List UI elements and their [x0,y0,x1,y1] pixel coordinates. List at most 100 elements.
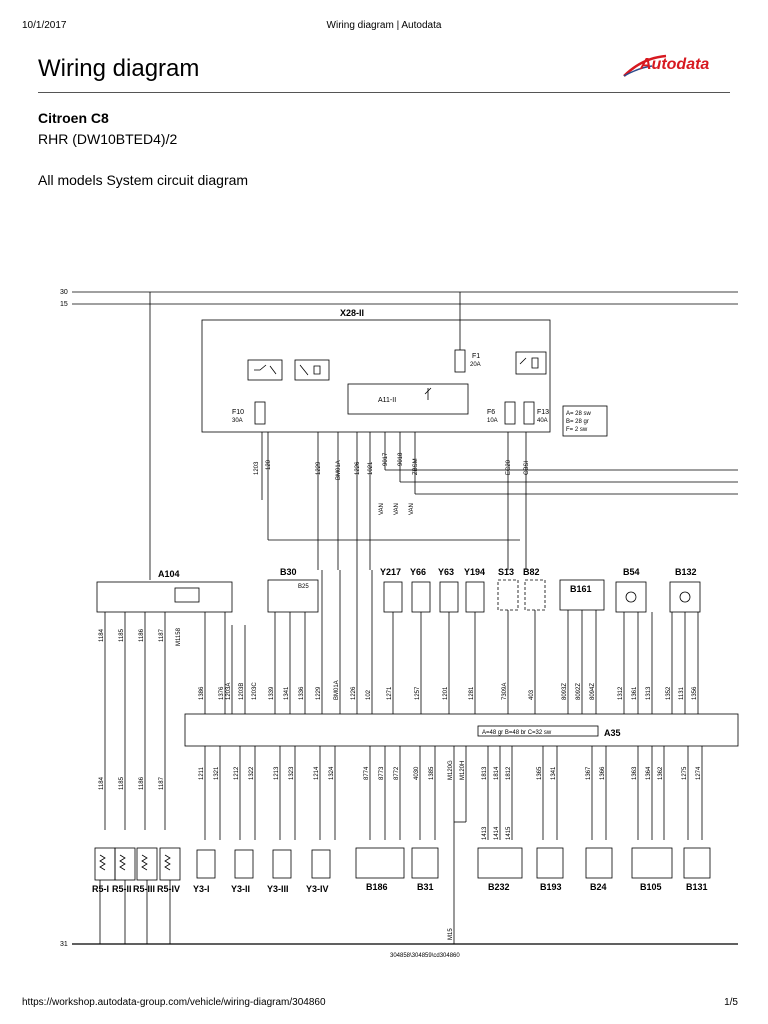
component-r5-iii-label: R5-III [133,884,155,894]
wire-label: 8094Z [590,683,596,700]
component-b193 [536,847,564,879]
component-r5-ii-label: R5-II [112,884,132,894]
component-b25-label: B25 [298,584,309,590]
wire-label: 7309A [502,683,508,700]
wire-label: CBSI [524,461,530,475]
wire-label: 1813 [482,766,488,780]
component-b132 [669,581,701,613]
wire-label: 8092Z [576,683,582,700]
component-y3-iv [311,849,331,879]
wire-label: 1361 [632,686,638,700]
fuse-f6 [504,401,516,425]
component-b232 [477,847,523,879]
wire-label: 1313 [646,686,652,700]
wire-label: 1386 [199,686,205,700]
wire-label: 1213 [274,766,280,780]
component-b82 [524,579,546,611]
wire-label: M1158 [176,627,182,646]
wire-label: 1257 [415,686,421,700]
component-y3-iv-label: Y3-IV [306,884,329,894]
wire-label: 9018 [398,452,404,466]
wire-label: 403 [529,689,535,700]
wire-label: 1385 [429,766,435,780]
component-b131 [683,847,711,879]
wire-label: 1271 [387,686,393,700]
wire-label: 1812 [506,766,512,780]
wire-label: ZBSM [413,458,419,475]
fuse-f10-rating: 30A [232,418,243,424]
component-s13-label: S13 [498,567,514,577]
wire-label: 1274 [696,766,702,780]
wire-label: 102 [366,689,372,700]
top-components: B30 B25 Y217 Y66 Y63 Y194 S13 B82 B161 B… [267,567,701,613]
wire-label: 1021 [368,461,374,475]
component-b186 [355,847,405,879]
component-b30 [267,579,319,613]
wire-label: BM01A [336,460,342,480]
rail-30-label: 30 [60,289,68,296]
component-y3-ii [234,849,254,879]
wire-label: 8772 [394,766,400,780]
wire-label: 1211 [199,766,205,780]
drawing-reference: 304858\304859\cd304860 [390,953,460,959]
component-y66 [411,581,431,613]
footer-page-number: 1/5 [724,997,738,1008]
wire-label: 1366 [600,766,606,780]
mid-wire-drops [104,570,699,830]
mid-wire-labels: 1184 1185 1186 1187 M1158 1386 1376 1203… [99,627,698,700]
wire-label: M120H [460,761,466,780]
logo-text: Autodata [639,56,709,73]
component-b232-label: B232 [488,882,510,892]
print-page-title: Wiring diagram | Autodata [326,20,442,31]
component-y3-ii-label: Y3-II [231,884,250,894]
engine-code: RHR (DW10BTED4)/2 [38,131,178,147]
wire-label: 1362 [658,766,664,780]
wire-label: 1275 [682,766,688,780]
wire-label: 1201 [443,686,449,700]
component-b82-label: B82 [523,567,540,577]
wiring-diagram: 30 15 31 X28-II F1 20A F10 30A F6 10A F1… [60,289,739,959]
component-y3-iii [272,849,292,879]
component-b31 [411,847,439,879]
component-y3-iii-label: Y3-III [267,884,289,894]
wire-label: 1226 [355,461,361,475]
wire-label: 1323 [289,766,295,780]
module-a35-connector [184,713,739,747]
ground-drops [99,880,171,944]
van-label: VAN [379,503,385,515]
wire-label: BM01A [334,680,340,700]
wire-label: 1281 [469,686,475,700]
component-y194-label: Y194 [464,567,485,577]
component-s13 [497,579,519,611]
wire-label: 1341 [551,766,557,780]
component-y217 [383,581,403,613]
component-y66-label: Y66 [410,567,426,577]
component-r5-iv-label: R5-IV [157,884,180,894]
component-r5-i-label: R5-I [92,884,109,894]
autodata-logo: Autodata [623,54,709,77]
module-a11 [347,383,469,415]
wire-label: 1187 [159,776,165,790]
component-b24 [585,847,613,879]
wire-label: 9017 [383,452,389,466]
wire-label: 1363 [632,766,638,780]
fuse-f10 [254,401,266,425]
wire-label: 1185 [119,628,125,642]
module-a104 [96,581,233,613]
ground-wire-label: M15 [448,928,454,940]
wire-label: 1364 [646,766,652,780]
module-a11-label: A11-II [378,397,396,404]
top-wire-labels: 1203 120 1229 BM01A 1226 1021 9017 9018 … [254,452,530,515]
sub-wire-label: 1415 [506,826,512,840]
fuse-f13-id: F13 [537,409,549,416]
component-y194 [465,581,485,613]
component-y217-label: Y217 [380,567,401,577]
fuse-f13-rating: 40A [537,418,548,424]
component-y3-i-label: Y3-I [193,884,210,894]
wire-label: 1203B [239,683,245,700]
rail-15-label: 15 [60,301,68,308]
component-b193-label: B193 [540,882,562,892]
wire-label: 1336 [299,686,305,700]
wire-label: 1341 [284,686,290,700]
wire-label: 4030 [414,766,420,780]
